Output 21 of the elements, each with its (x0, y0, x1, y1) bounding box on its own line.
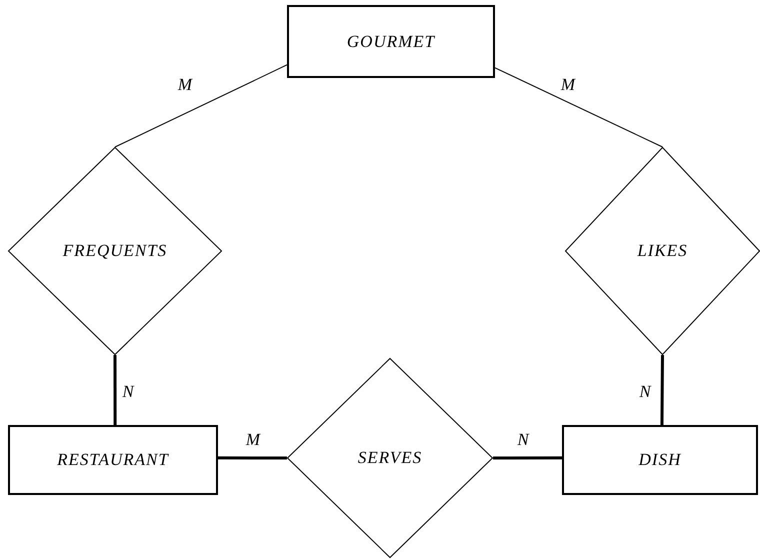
connector-line (218, 456, 287, 460)
cardinality-label: M (560, 75, 576, 95)
node-label: SERVES (358, 448, 422, 468)
node-label: RESTAURANT (57, 450, 169, 470)
cardinality-label: N (122, 382, 134, 402)
connector-line (660, 354, 664, 426)
node-label: LIKES (637, 241, 688, 261)
cardinality-label: M (178, 75, 192, 95)
node-label: FREQUENTS (62, 241, 168, 261)
connector-line (494, 67, 663, 148)
cardinality-label: N (639, 382, 651, 402)
connector-line (114, 355, 117, 425)
cardinality-label: N (517, 430, 529, 450)
entity-box (8, 425, 218, 495)
node-label: DISH (638, 450, 682, 470)
cardinality-label: M (246, 430, 260, 450)
entity-box (562, 425, 758, 495)
connector-line (114, 64, 288, 148)
node-label: GOURMET (346, 32, 436, 52)
connector-line (493, 456, 562, 460)
entity-box (287, 5, 495, 78)
